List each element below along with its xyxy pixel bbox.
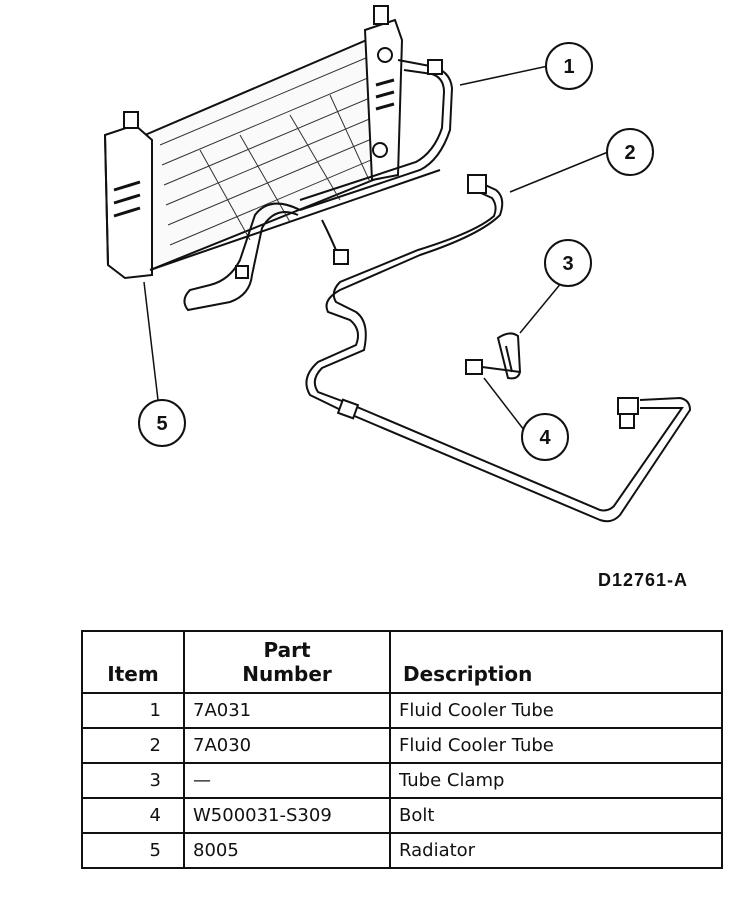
table-row: 5 8005 Radiator — [81, 832, 723, 869]
table-row: 2 7A030 Fluid Cooler Tube — [81, 727, 723, 764]
row-description: Bolt — [389, 797, 723, 834]
svg-text:4: 4 — [539, 427, 551, 449]
row-description: Radiator — [389, 832, 723, 869]
callout-4: 4 — [521, 413, 569, 461]
svg-text:5: 5 — [156, 413, 167, 435]
table-row: 3 — Tube Clamp — [81, 762, 723, 799]
header-part-number: Part Number — [183, 630, 391, 694]
figure-code: D12761-A — [598, 570, 689, 590]
table-row: 1 7A031 Fluid Cooler Tube — [81, 692, 723, 729]
radiator — [103, 5, 441, 280]
row-description: Fluid Cooler Tube — [389, 692, 723, 729]
row-item: 2 — [81, 727, 185, 764]
leader-lines — [143, 65, 609, 431]
row-part-number: 7A031 — [183, 692, 391, 729]
row-item: 4 — [81, 797, 185, 834]
table-row: 4 W500031-S309 Bolt — [81, 797, 723, 834]
svg-text:2: 2 — [624, 142, 635, 164]
callout-5: 5 — [138, 399, 186, 447]
header-description: Description — [389, 630, 723, 694]
fluid-cooler-tube-2 — [305, 174, 692, 523]
row-description: Tube Clamp — [389, 762, 723, 799]
row-item: 5 — [81, 832, 185, 869]
cooler-hose — [183, 202, 349, 312]
callout-1: 1 — [545, 42, 593, 90]
svg-text:1: 1 — [563, 56, 574, 78]
row-item: 3 — [81, 762, 185, 799]
row-part-number: — — [183, 762, 391, 799]
bolt — [465, 359, 521, 375]
row-part-number: 7A030 — [183, 727, 391, 764]
header-item: Item — [81, 630, 185, 694]
callout-2: 2 — [606, 128, 654, 176]
callout-3: 3 — [544, 239, 592, 287]
row-part-number: 8005 — [183, 832, 391, 869]
exploded-diagram: 1 2 3 4 5 — [103, 5, 692, 523]
table-header-row: Item Part Number Description — [81, 630, 723, 694]
svg-text:3: 3 — [562, 253, 573, 275]
row-description: Fluid Cooler Tube — [389, 727, 723, 764]
row-part-number: W500031-S309 — [183, 797, 391, 834]
fluid-cooler-tube-1 — [299, 59, 454, 211]
row-item: 1 — [81, 692, 185, 729]
parts-table: Item Part Number Description 1 7A031 Flu… — [81, 630, 723, 869]
